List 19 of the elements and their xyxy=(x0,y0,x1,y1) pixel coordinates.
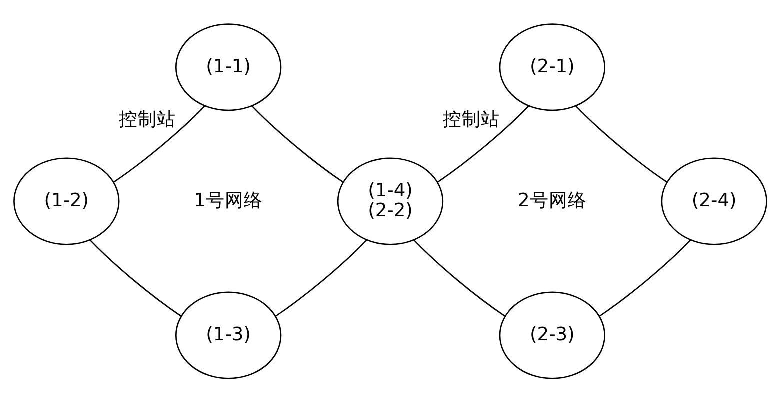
connector xyxy=(438,106,530,183)
node-label: 控制站 xyxy=(442,109,500,130)
node-label: 控制站 xyxy=(119,109,176,130)
connector xyxy=(114,106,206,183)
node-ellipse: (1-4) (2-2) xyxy=(337,158,444,246)
label: 1号网络 xyxy=(194,190,263,212)
connector xyxy=(276,240,368,317)
node-ellipse: (2-3) xyxy=(499,292,606,380)
node-ellipse: (2-4) xyxy=(661,158,768,246)
connector xyxy=(600,240,692,317)
node-ellipse: (2-1) xyxy=(499,24,606,112)
connector xyxy=(576,106,668,183)
connector xyxy=(90,240,182,317)
label: 2号网络 xyxy=(518,190,587,212)
connector xyxy=(252,106,344,183)
connector xyxy=(414,240,506,317)
node-ellipse: (1-2) xyxy=(14,158,120,246)
node-ellipse: (1-1) xyxy=(175,24,282,112)
node-ellipse: (1-3) xyxy=(175,292,282,380)
